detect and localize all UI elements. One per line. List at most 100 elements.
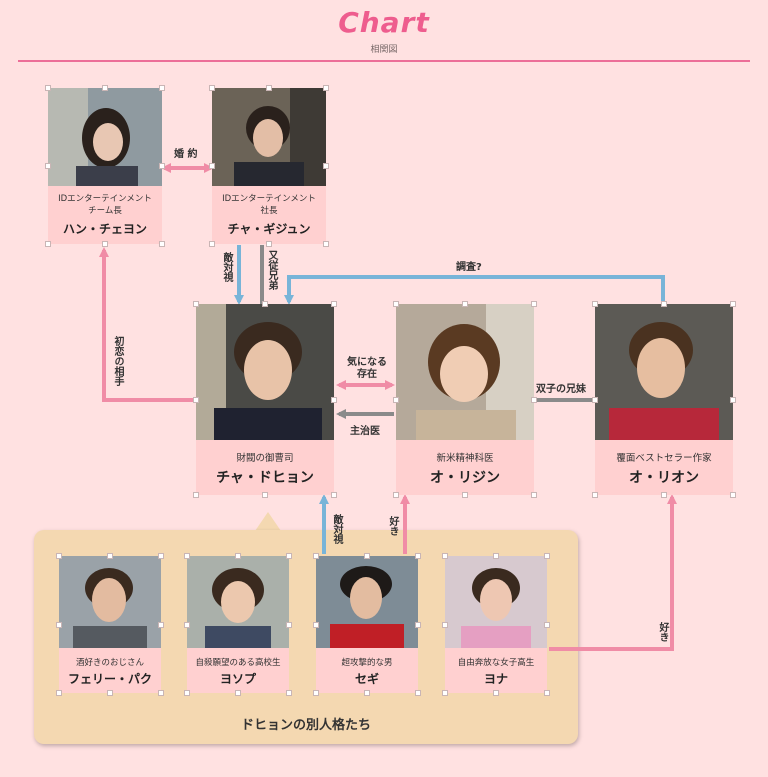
selection-handle (331, 492, 337, 498)
selection-handle (235, 690, 241, 696)
selection-handle (313, 621, 319, 628)
selection-handle (184, 690, 190, 696)
card-yosop: 自殺願望のある高校生 ヨソプ (184, 553, 292, 696)
label-second-cousin: 又従兄弟 (266, 250, 277, 290)
selection-handle (159, 241, 165, 247)
photo-perry-park (59, 556, 161, 648)
selection-handle (45, 241, 51, 247)
selection-handle (56, 553, 62, 559)
selection-handle (331, 301, 337, 307)
selection-handle (56, 621, 62, 628)
page-subtitle: 相関図 (370, 45, 398, 55)
selection-handle (364, 553, 370, 559)
selection-handle (531, 396, 537, 403)
selection-handle (323, 163, 329, 169)
card-cha-dohyun: 財閥の御曹司 チャ・ドヒョン (193, 301, 337, 498)
selection-handle (193, 492, 199, 498)
card-oh-rijin: 新米精神科医 オ・リジン (393, 301, 537, 498)
name-oh-rijin: オ・リジン (430, 470, 500, 486)
selection-handle (158, 690, 164, 696)
selection-handle (544, 621, 550, 628)
selection-handle (286, 690, 292, 696)
label-likes-segi: 好き (387, 516, 398, 536)
label-engaged: 婚 約 (174, 149, 198, 160)
selection-handle (159, 85, 165, 91)
selection-handle (323, 241, 329, 247)
selection-handle (493, 553, 499, 559)
selection-handle (235, 553, 241, 559)
photo-segi (316, 556, 418, 648)
selection-handle (544, 553, 550, 559)
selection-handle (184, 553, 190, 559)
selection-handle (531, 492, 537, 498)
selection-handle (493, 690, 499, 696)
selection-handle (286, 621, 292, 628)
selection-handle (262, 492, 268, 498)
role-segi: 超攻撃的な男 (341, 658, 393, 668)
name-yona: ヨナ (483, 672, 508, 686)
photo-oh-rion (595, 304, 733, 440)
photo-yona (445, 556, 547, 648)
selection-handle (442, 621, 448, 628)
name-cha-gijun: チャ・ギジュン (227, 222, 311, 236)
selection-handle (209, 163, 215, 169)
selection-handle (266, 85, 272, 91)
label-hostile-gijun: 敵対視 (221, 252, 232, 282)
selection-handle (393, 301, 399, 307)
role-han-chaeyeon-1: IDエンターテインメント (58, 194, 152, 204)
label-first-love: 初恋の相手 (112, 336, 123, 386)
selection-handle (442, 553, 448, 559)
selection-handle (592, 396, 598, 403)
photo-han-chaeyeon (48, 88, 162, 186)
card-segi: 超攻撃的な男 セギ (313, 553, 421, 696)
selection-handle (442, 690, 448, 696)
photo-yosop (187, 556, 289, 648)
selection-handle (45, 163, 51, 169)
selection-handle (159, 163, 165, 169)
role-yosop: 自殺願望のある高校生 (195, 658, 281, 668)
photo-oh-rijin (396, 304, 534, 440)
selection-handle (730, 396, 736, 403)
card-han-chaeyeon: IDエンターテインメント チーム長 ハン・チェヨン (45, 85, 165, 247)
label-twins: 双子の兄妹 (536, 384, 586, 395)
name-oh-rion: オ・リオン (629, 470, 699, 486)
group-notch (255, 512, 281, 531)
selection-handle (323, 85, 329, 91)
selection-handle (184, 621, 190, 628)
arrow-investigate (284, 275, 665, 305)
name-yosop: ヨソプ (219, 672, 256, 686)
selection-handle (364, 690, 370, 696)
selection-handle (544, 690, 550, 696)
label-investigate: 調査? (456, 262, 482, 273)
selection-handle (661, 301, 667, 307)
selection-handle (56, 690, 62, 696)
selection-handle (462, 492, 468, 498)
role-cha-gijun-2: 社長 (260, 206, 278, 216)
selection-handle (193, 396, 199, 403)
role-cha-dohyun: 財閥の御曹司 (236, 453, 294, 464)
selection-handle (313, 690, 319, 696)
selection-handle (209, 241, 215, 247)
selection-handle (531, 301, 537, 307)
selection-handle (313, 553, 319, 559)
selection-handle (102, 85, 108, 91)
selection-handle (393, 492, 399, 498)
name-cha-dohyun: チャ・ドヒョン (216, 470, 314, 486)
role-oh-rion: 覆面ベストセラー作家 (616, 453, 712, 464)
card-perry-park: 酒好きのおじさん フェリー・パク (56, 553, 164, 696)
label-attending-doctor: 主治医 (350, 426, 380, 437)
selection-handle (592, 301, 598, 307)
card-cha-gijun: IDエンターテインメント 社長 チャ・ギジュン (209, 85, 329, 247)
selection-handle (661, 492, 667, 498)
selection-handle (286, 553, 292, 559)
selection-handle (107, 553, 113, 559)
label-hostile-segi: 敵対視 (331, 514, 342, 544)
role-perry-park: 酒好きのおじさん (75, 658, 144, 668)
selection-handle (592, 492, 598, 498)
card-oh-rion: 覆面ベストセラー作家 オ・リオン (592, 301, 736, 498)
selection-handle (209, 85, 215, 91)
alter-ego-group-label: ドヒョンの別人格たち (240, 718, 371, 733)
role-cha-gijun-1: IDエンターテインメント (222, 194, 316, 204)
selection-handle (262, 301, 268, 307)
name-segi: セギ (354, 672, 379, 686)
